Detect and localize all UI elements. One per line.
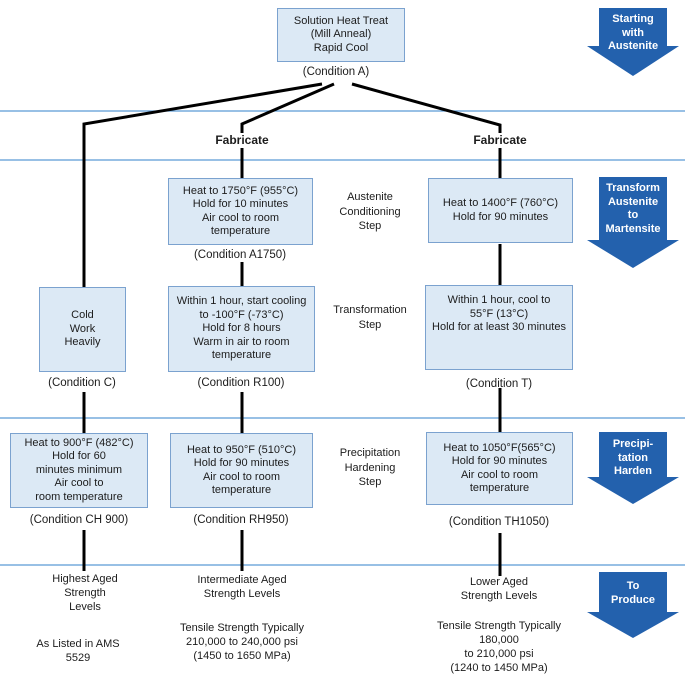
section-divider-lines — [0, 110, 685, 566]
down-arrow-icon — [587, 432, 679, 504]
result-title-right: Lower Aged Strength Levels — [460, 576, 538, 602]
precipitation-box-right: Heat to 1050°F(565°C) Hold for 90 minute… — [426, 432, 573, 505]
condition-r100-label: (Condition R100) — [197, 377, 285, 389]
transformation-step-label: Transformation Step — [333, 304, 407, 331]
starting-arrow-label: Starting with Austenite — [607, 13, 659, 52]
solution-heat-treat-box: Solution Heat Treat (Mill Anneal) Rapid … — [277, 8, 405, 62]
result-title-middle: Intermediate Aged Strength Levels — [197, 574, 287, 600]
produce-arrow-label: To Produce — [610, 580, 655, 606]
fabricate-label-middle: Fabricate — [215, 133, 269, 147]
precipitation-box-middle: Heat to 950°F (510°C) Hold for 90 minute… — [170, 433, 313, 508]
austenite-conditioning-step-label: Austenite Conditioning Step — [339, 191, 401, 232]
precipitation-harden-arrow: Precipi- tation Harden — [587, 432, 679, 504]
conditioning-box-right: Heat to 1400°F (760°C) Hold for 90 minut… — [428, 178, 573, 243]
transform-austenite-arrow: Transform Austenite to Martensite — [587, 177, 679, 268]
down-arrow-icon — [587, 8, 679, 76]
to-produce-arrow: To Produce — [587, 572, 679, 638]
transform-box-middle: Within 1 hour, start cooling to -100°F (… — [168, 286, 315, 372]
result-detail-left: As Listed in AMS 5529 — [36, 638, 120, 664]
flow-connectors — [82, 82, 502, 576]
precipitation-box-left: Heat to 900°F (482°C) Hold for 60 minute… — [10, 433, 148, 508]
condition-ch900-label: (Condition CH 900) — [29, 514, 129, 526]
condition-th1050-label: (Condition TH1050) — [448, 516, 550, 528]
precipitation-arrow-label: Precipi- tation Harden — [612, 438, 654, 477]
condition-t-label: (Condition T) — [465, 378, 533, 390]
condition-c-label: (Condition C) — [48, 377, 116, 389]
transform-arrow-label: Transform Austenite to Martensite — [605, 182, 661, 235]
condition-a-label: (Condition A) — [302, 66, 370, 78]
precipitation-hardening-step-label: Precipitation Hardening Step — [339, 447, 401, 488]
conditioning-box-middle: Heat to 1750°F (955°C) Hold for 10 minut… — [168, 178, 313, 245]
starting-with-austenite-arrow: Starting with Austenite — [587, 8, 679, 76]
result-detail-middle: Tensile Strength Typically 210,000 to 24… — [180, 622, 304, 662]
result-title-left: Highest Aged Strength Levels — [52, 573, 118, 613]
fabricate-label-right: Fabricate — [473, 133, 527, 147]
cold-work-box: Cold Work Heavily — [39, 287, 126, 372]
down-arrow-icon — [587, 177, 679, 268]
transform-box-right: Within 1 hour, cool to 55°F (13°C) Hold … — [425, 285, 573, 370]
condition-a1750-label: (Condition A1750) — [193, 249, 287, 261]
result-detail-right: Tensile Strength Typically 180,000 to 21… — [437, 620, 561, 674]
condition-rh950-label: (Condition RH950) — [193, 514, 289, 526]
down-arrow-icon — [587, 572, 679, 638]
